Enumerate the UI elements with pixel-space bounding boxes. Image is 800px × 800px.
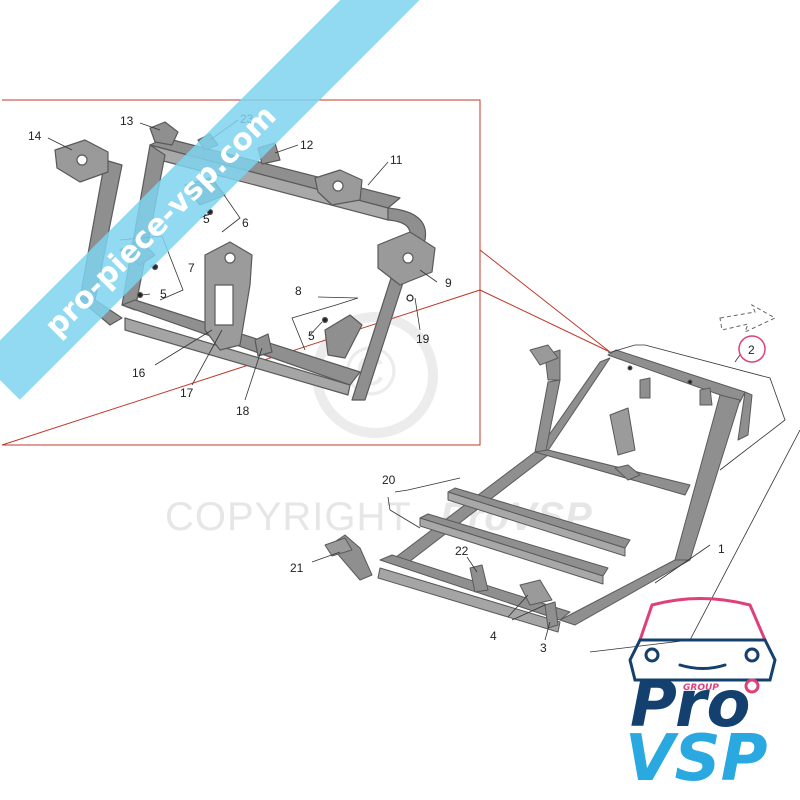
provsp-logo: GROUP Pro VSP [625, 597, 777, 796]
callout-5b: 5 [160, 287, 167, 301]
callout-3: 3 [540, 641, 547, 655]
chassis-right-rail [674, 394, 741, 561]
logo-vsp-text: VSP [625, 722, 768, 796]
callout-21: 21 [290, 561, 304, 575]
callout-20: 20 [382, 473, 396, 487]
chassis-assembly [324, 344, 753, 633]
cross-member-rear [534, 449, 691, 496]
callout-5a: 5 [203, 212, 210, 226]
bracket-8 [324, 314, 363, 359]
callout-14: 14 [28, 129, 42, 143]
callout-16: 16 [132, 366, 146, 380]
callout-7: 7 [188, 261, 195, 275]
callout-13: 13 [120, 114, 134, 128]
callout-5c: 5 [308, 329, 315, 343]
copyright-prefix: COPYRIGHT [165, 495, 412, 539]
callout-1: 1 [718, 542, 725, 556]
logo-nut-icon [744, 678, 760, 694]
callout-6: 6 [242, 216, 249, 230]
detail-connector-line [479, 249, 611, 353]
callout-9: 9 [445, 276, 452, 290]
callout-11: 11 [390, 153, 403, 167]
callout-22: 22 [455, 544, 469, 558]
forward-arrow-icon [719, 303, 777, 333]
callout-4: 4 [490, 629, 497, 643]
bracket-3 [519, 579, 553, 606]
callout-2-circle [738, 335, 766, 363]
callout-2: 2 [748, 343, 755, 357]
bracket-13 [149, 121, 179, 146]
callout-12: 12 [300, 138, 314, 152]
callout-8: 8 [295, 284, 302, 298]
seat-bracket [609, 407, 636, 456]
callout-18: 18 [236, 404, 250, 418]
logo-group-text: GROUP [683, 683, 719, 693]
car-outline-icon [628, 597, 777, 682]
bracket-18 [254, 333, 273, 357]
logo-pro-text: Pro [630, 668, 750, 742]
main-callouts: 2 1 20 21 22 4 3 [290, 335, 766, 655]
callout-17: 17 [180, 386, 194, 400]
bracket-22 [469, 564, 489, 593]
callout-19: 19 [416, 332, 430, 346]
